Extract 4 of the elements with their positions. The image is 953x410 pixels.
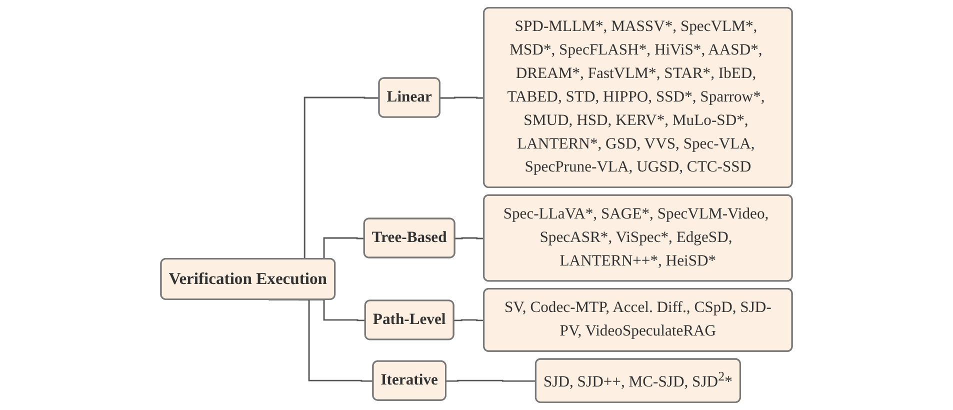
connector: [455, 237, 484, 240]
connector: [440, 96, 484, 99]
connector: [446, 380, 536, 382]
connector: [454, 319, 484, 322]
